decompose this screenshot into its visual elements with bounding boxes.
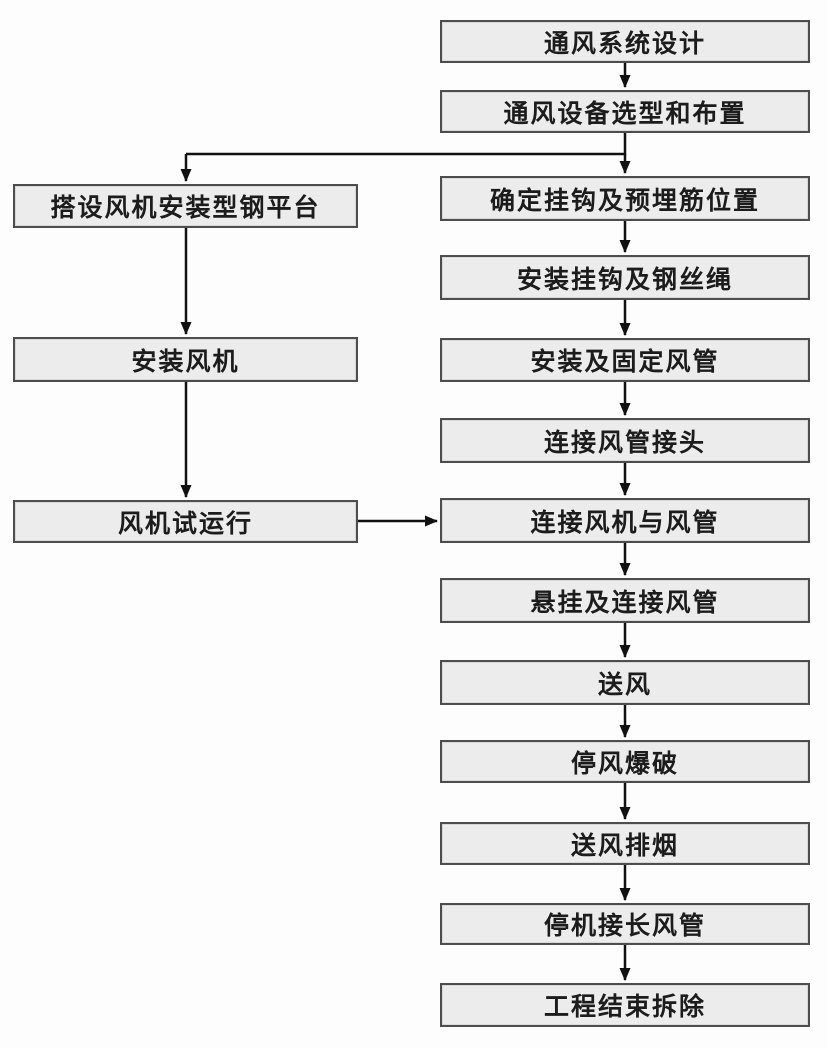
flow-node-stop-air-blasting: 停风爆破 — [440, 740, 810, 783]
flow-node-ventilation-system-design: 通风系统设计 — [440, 20, 810, 63]
flow-node-install-fix-duct: 安装及固定风管 — [440, 338, 810, 382]
branch-line — [186, 133, 627, 156]
flow-node-supply-air-smoke-exhaust: 送风排烟 — [440, 822, 810, 865]
flow-node-suspend-connect-duct: 悬挂及连接风管 — [440, 578, 810, 623]
flow-node-stop-fan-extend-duct: 停机接长风管 — [440, 903, 810, 945]
flow-node-install-hooks-wire-rope: 安装挂钩及钢丝绳 — [440, 255, 810, 300]
flow-node-connect-fan-duct: 连接风机与风管 — [440, 498, 810, 543]
flow-node-erect-fan-platform: 搭设风机安装型钢平台 — [13, 184, 358, 228]
flow-node-air-supply: 送风 — [440, 660, 810, 705]
flow-node-equipment-selection-layout: 通风设备选型和布置 — [440, 90, 810, 133]
flow-node-fan-trial-run: 风机试运行 — [13, 500, 358, 543]
flow-node-determine-hook-rebar-position: 确定挂钩及预埋筋位置 — [440, 176, 810, 221]
flow-node-install-fan: 安装风机 — [13, 337, 358, 382]
flow-node-project-end-removal: 工程结束拆除 — [440, 983, 810, 1027]
flow-node-connect-duct-joints: 连接风管接头 — [440, 418, 810, 463]
